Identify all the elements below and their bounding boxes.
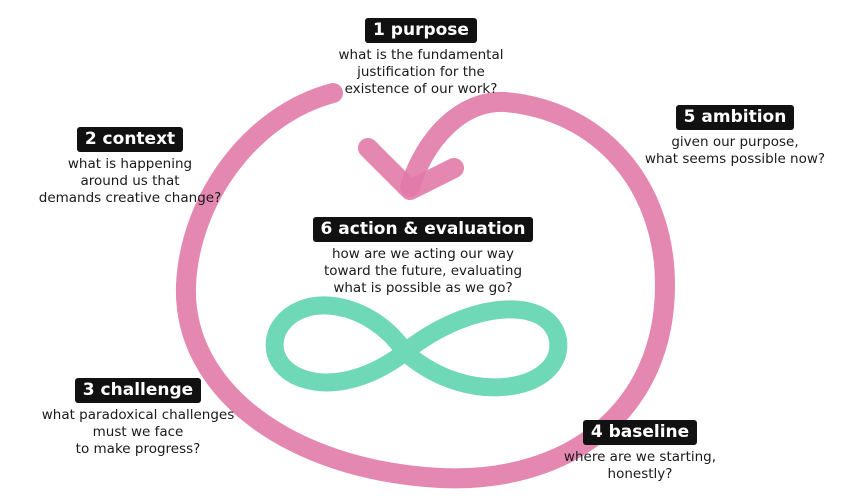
step-challenge-label: 3 challenge <box>74 378 202 403</box>
step-challenge: 3 challenge what paradoxical challenges … <box>28 378 248 458</box>
step-baseline-description: where are we starting, honestly? <box>563 449 717 482</box>
step-purpose: 1 purpose what is the fundamental justif… <box>306 18 536 98</box>
step-ambition-description: given our purpose, what seems possible n… <box>644 134 826 167</box>
step-ambition-label: 5 ambition <box>675 105 795 130</box>
step-context-label: 2 context <box>76 127 184 152</box>
step-context: 2 context what is happening around us th… <box>30 127 230 207</box>
step-ambition: 5 ambition given our purpose, what seems… <box>630 105 840 168</box>
step-action-evaluation-description: how are we acting our way toward the fut… <box>323 246 523 296</box>
step-purpose-description: what is the fundamental justification fo… <box>338 47 504 97</box>
step-purpose-label: 1 purpose <box>365 18 477 43</box>
step-baseline-label: 4 baseline <box>582 420 698 445</box>
step-action-evaluation: 6 action & evaluation how are we acting … <box>300 217 546 297</box>
step-context-description: what is happening around us that demands… <box>38 156 222 206</box>
infinity-symbol <box>265 296 568 397</box>
step-action-evaluation-label: 6 action & evaluation <box>312 217 534 242</box>
loop-arrow <box>175 83 675 489</box>
loop-arrowhead <box>358 138 464 200</box>
step-challenge-description: what paradoxical challenges must we face… <box>41 407 235 457</box>
step-baseline: 4 baseline where are we starting, honest… <box>550 420 730 483</box>
